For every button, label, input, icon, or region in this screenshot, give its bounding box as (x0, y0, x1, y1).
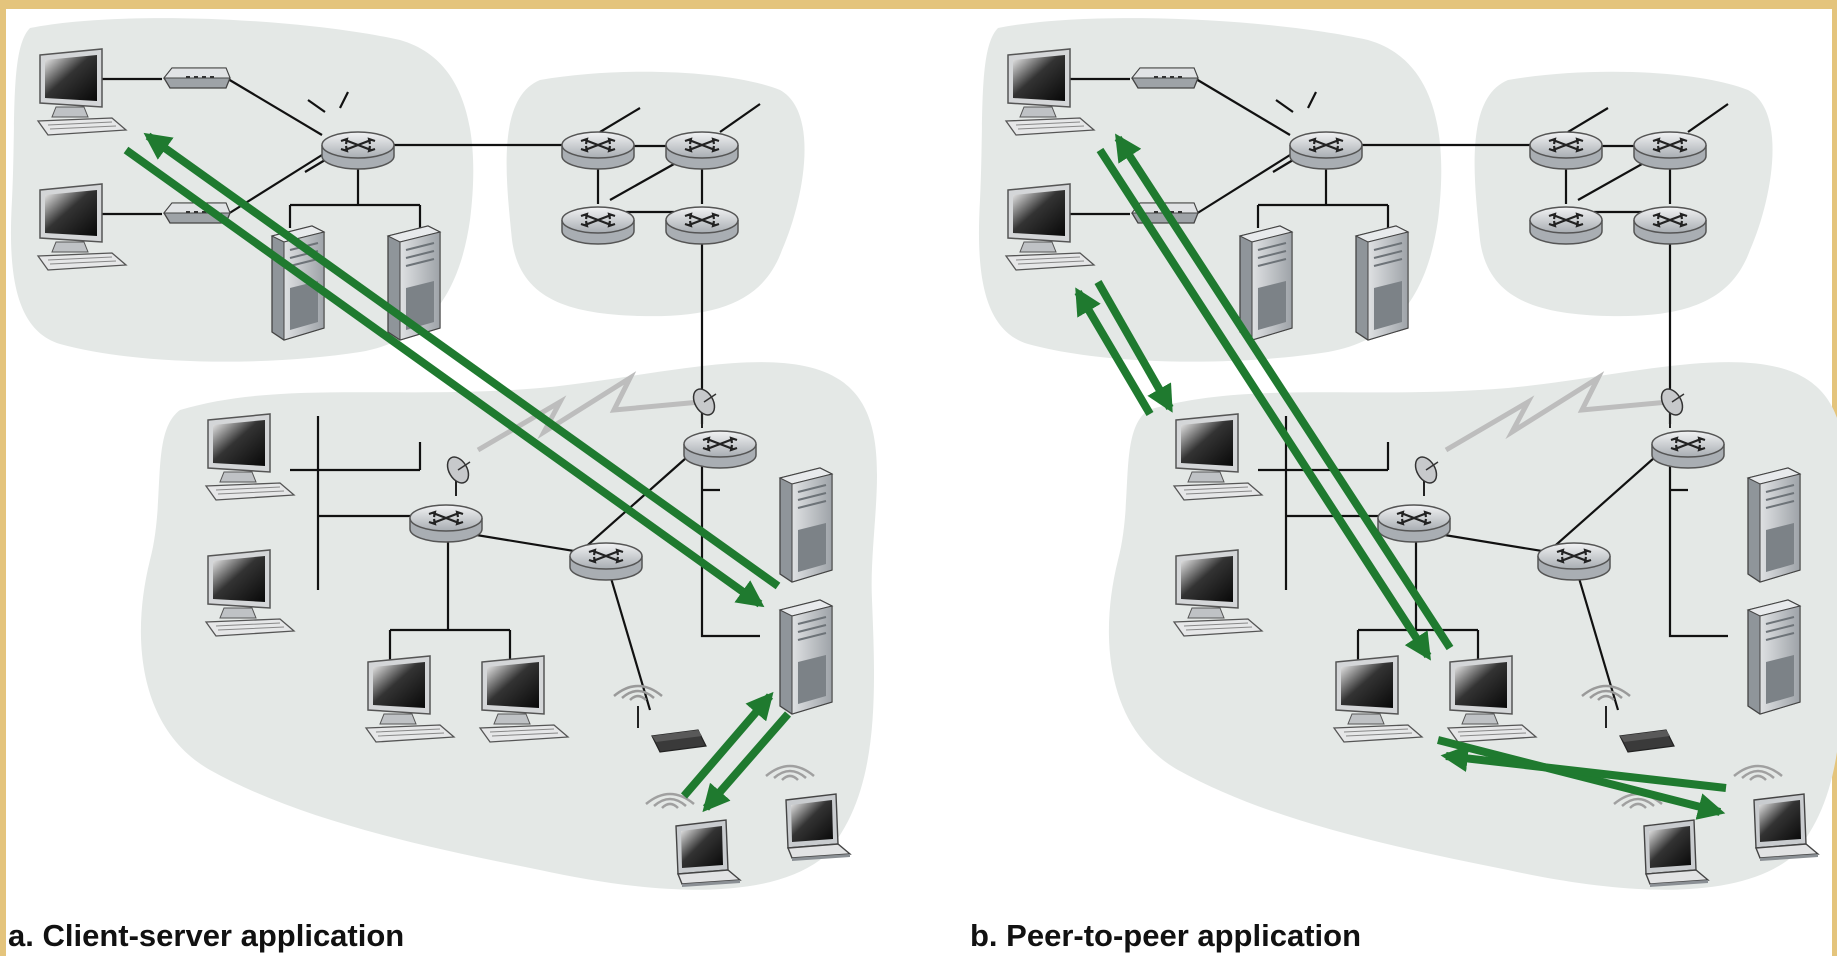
arrow-p2p-6 (1440, 744, 1727, 792)
panel-a-arrows (123, 132, 792, 813)
left-frame-bar (0, 0, 6, 956)
arrow-p2p-2 (1114, 133, 1454, 651)
panel-b-network (979, 18, 1837, 890)
caption-peer-to-peer: b. Peer-to-peer application (970, 918, 1362, 953)
arrow-server-to-laptop (702, 711, 792, 813)
arrow-p2p-3 (1094, 280, 1174, 413)
arrow-p2p-5 (1437, 736, 1726, 820)
panel-b-arrows (1074, 133, 1727, 820)
arrow-client-to-server (123, 146, 765, 608)
top-frame-bar (0, 0, 1837, 9)
caption-client-server: a. Client-server application (8, 918, 405, 953)
arrow-p2p-1 (1096, 147, 1432, 661)
arrow-laptop-to-server (680, 691, 774, 799)
arrow-p2p-4 (1074, 287, 1154, 417)
arrow-server-to-client (143, 132, 781, 590)
